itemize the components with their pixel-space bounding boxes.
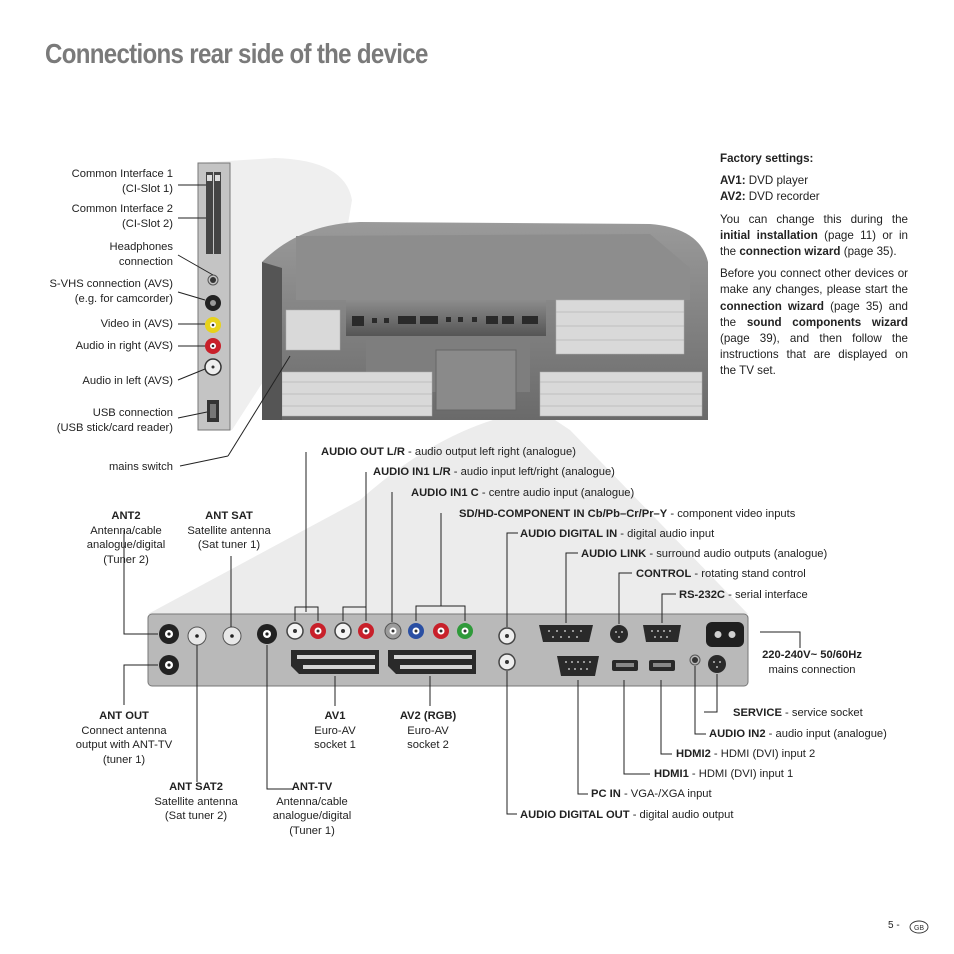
callout-audio-out-lr: AUDIO OUT L/R - audio output left right …: [321, 446, 576, 458]
label-av2: AV2 (RGB) Euro-AV socket 2: [399, 710, 457, 751]
av2-key: AV2:: [720, 190, 746, 204]
label-ant2: ANT2 Antenna/cable analogue/digital (Tun…: [86, 510, 166, 566]
label-common-interface-1: Common Interface 1(CI-Slot 1): [71, 168, 173, 195]
rear-connector-panel: [147, 613, 749, 687]
zoom-shade-bottom: [148, 410, 748, 614]
label-ant-sat2: ANT SAT2 Satellite antenna (Sat tuner 2): [154, 781, 238, 822]
tv-rear-illustration: [262, 222, 708, 420]
factory-paragraph-2: Before you connect other devices or make…: [720, 267, 909, 378]
label-svhs: S-VHS connection (AVS)(e.g. for camcorde…: [49, 278, 173, 305]
label-ant-tv: ANT-TV Antenna/cable analogue/digital (T…: [272, 781, 352, 837]
factory-paragraph-1: You can change this during the initial i…: [720, 212, 909, 259]
callout-audio-in1-c: AUDIO IN1 C - centre audio input (analog…: [411, 487, 635, 499]
callout-audio-digital-out: AUDIO DIGITAL OUT - digital audio output: [520, 809, 734, 821]
callout-audio-digital-in: AUDIO DIGITAL IN - digital audio input: [520, 528, 715, 540]
label-common-interface-2: Common Interface 2(CI-Slot 2): [71, 203, 173, 230]
label-power: 220-240V~ 50/60Hz mains connection: [762, 649, 862, 676]
side-leader-lines: [177, 184, 291, 467]
label-video-in: Video in (AVS): [100, 318, 173, 330]
label-audio-left: Audio in left (AVS): [82, 375, 173, 387]
av1-value: DVD player: [745, 174, 809, 188]
label-ant-sat: ANT SAT Satellite antenna (Sat tuner 1): [187, 510, 271, 551]
label-av1: AV1 Euro-AV socket 1: [314, 710, 356, 751]
factory-settings-block: Factory settings: AV1: DVD player AV2: D…: [720, 151, 908, 386]
callout-rs232c: RS-232C - serial interface: [679, 589, 808, 601]
rear-leader-lines: [123, 452, 801, 815]
label-mains-switch: mains switch: [108, 461, 173, 473]
callout-service: SERVICE - service socket: [733, 707, 863, 719]
page-title: Connections rear side of the device: [45, 38, 428, 69]
callout-audio-in1-lr: AUDIO IN1 L/R - audio input left/right (…: [373, 466, 615, 478]
av1-key: AV1:: [720, 174, 746, 188]
callout-audio-link: AUDIO LINK - surround audio outputs (ana…: [581, 548, 828, 560]
callout-hdmi1: HDMI1 - HDMI (DVI) input 1: [654, 768, 794, 780]
callout-component-in: SD/HD-COMPONENT IN Cb/Pb–Cr/Pr–Y - compo…: [459, 508, 796, 520]
svg-text:GB: GB: [914, 925, 924, 932]
label-audio-right: Audio in right (AVS): [75, 340, 173, 352]
label-ant-out: ANT OUT Connect antenna output with ANT-…: [75, 710, 173, 766]
side-connector-panel: [197, 162, 231, 431]
page-number: 5 -: [888, 920, 900, 931]
callout-pc-in: PC IN - VGA-/XGA input: [591, 788, 712, 800]
callout-hdmi2: HDMI2 - HDMI (DVI) input 2: [676, 748, 816, 760]
label-usb: USB connection(USB stick/card reader): [56, 407, 173, 434]
country-badge: GB: [909, 920, 929, 934]
callout-control: CONTROL - rotating stand control: [636, 568, 806, 580]
factory-heading: Factory settings:: [720, 152, 814, 165]
av2-value: DVD recorder: [745, 190, 820, 204]
callout-audio-in2: AUDIO IN2 - audio input (analogue): [709, 728, 887, 740]
